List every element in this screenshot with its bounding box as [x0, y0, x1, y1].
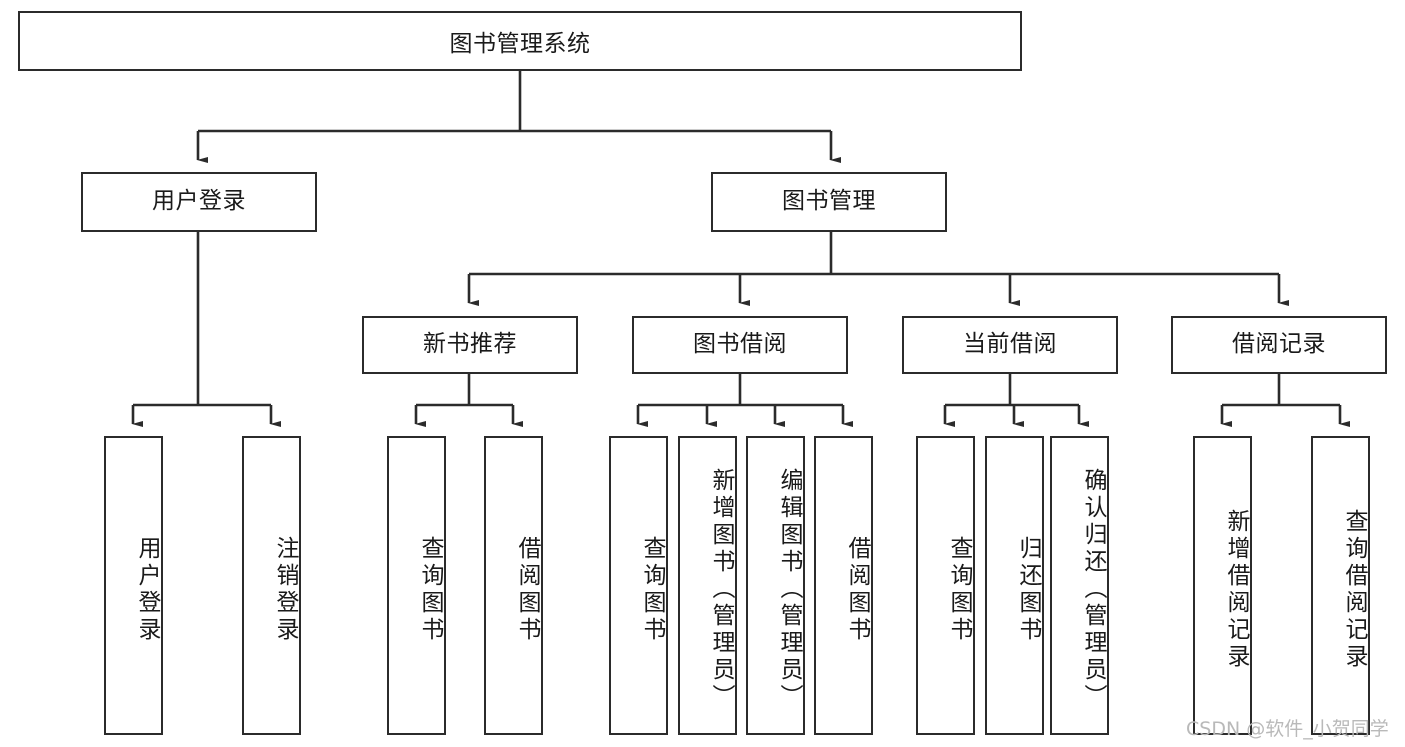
node-current-borrow[interactable]: 当前借阅 [902, 316, 1118, 374]
node-root-system[interactable]: 图书管理系统 [18, 11, 1022, 71]
leaf-confirm-return-admin[interactable]: 确认归还（管理员） [1050, 436, 1109, 735]
node-new-book-recommend[interactable]: 新书推荐 [362, 316, 578, 374]
leaf-add-book-admin[interactable]: 新增图书（管理员） [678, 436, 737, 735]
node-label: 用户登录 [152, 188, 246, 215]
node-user-login[interactable]: 用户登录 [81, 172, 317, 232]
node-label: 新增图书（管理员） [708, 468, 734, 711]
node-label: 图书管理系统 [449, 31, 591, 57]
node-label: 编辑图书（管理员） [776, 468, 802, 711]
leaf-return-book[interactable]: 归还图书 [985, 436, 1044, 735]
node-label: 借阅图书 [844, 535, 870, 644]
leaf-borrow-book-recommend[interactable]: 借阅图书 [484, 436, 543, 735]
node-label: 查询借阅记录 [1341, 508, 1367, 671]
watermark-text: CSDN @软件_小贺同学 [1186, 718, 1389, 740]
leaf-borrow-book[interactable]: 借阅图书 [814, 436, 873, 735]
node-label: 新增借阅记录 [1223, 508, 1249, 671]
leaf-query-borrow-record[interactable]: 查询借阅记录 [1311, 436, 1370, 735]
leaf-query-book-recommend[interactable]: 查询图书 [387, 436, 446, 735]
node-label: 确认归还（管理员） [1080, 468, 1106, 711]
node-book-management[interactable]: 图书管理 [711, 172, 947, 232]
leaf-user-login[interactable]: 用户登录 [104, 436, 163, 735]
node-label: 图书借阅 [693, 331, 787, 358]
node-label: 借阅记录 [1232, 331, 1326, 358]
node-borrow-record[interactable]: 借阅记录 [1171, 316, 1387, 374]
node-label: 当前借阅 [963, 331, 1057, 358]
leaf-query-book-current[interactable]: 查询图书 [916, 436, 975, 735]
leaf-add-borrow-record[interactable]: 新增借阅记录 [1193, 436, 1252, 735]
leaf-logout[interactable]: 注销登录 [242, 436, 301, 735]
node-label: 借阅图书 [514, 535, 540, 644]
node-label: 用户登录 [134, 535, 160, 644]
node-label: 查询图书 [417, 535, 443, 644]
node-label: 注销登录 [272, 535, 298, 644]
node-book-borrow[interactable]: 图书借阅 [632, 316, 848, 374]
node-label: 查询图书 [639, 535, 665, 644]
node-label: 归还图书 [1015, 535, 1041, 644]
node-label: 查询图书 [946, 535, 972, 644]
leaf-edit-book-admin[interactable]: 编辑图书（管理员） [746, 436, 805, 735]
node-label: 新书推荐 [423, 331, 517, 358]
node-label: 图书管理 [782, 188, 876, 215]
leaf-query-book-borrow[interactable]: 查询图书 [609, 436, 668, 735]
